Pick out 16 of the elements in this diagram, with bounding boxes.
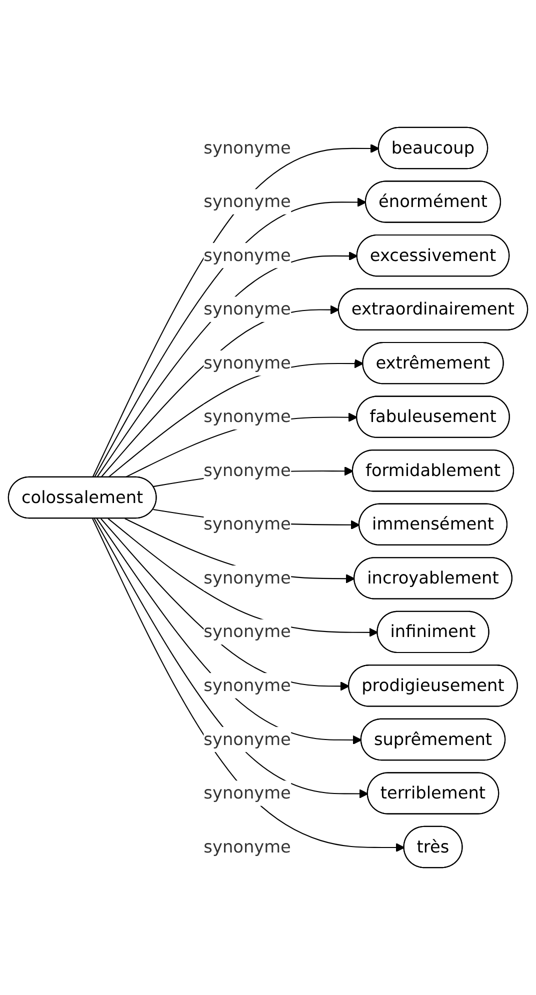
edge-label: synonyme	[204, 621, 291, 642]
edge-label: synonyme	[204, 298, 291, 319]
edge-label: synonyme	[204, 675, 291, 696]
edge-label: synonyme	[204, 568, 291, 588]
arrow	[100, 305, 340, 478]
edge-label: synonyme	[204, 728, 291, 749]
edge-label: synonyme	[204, 406, 291, 426]
edge-label: synonyme	[204, 191, 291, 212]
arrow	[100, 518, 350, 691]
edge-label: synonyme	[204, 352, 291, 373]
edge-label: synonyme	[204, 836, 291, 856]
edge-label: synonyme	[204, 782, 291, 803]
edge-label: synonyme	[204, 460, 291, 480]
edge-label: synonyme	[204, 514, 291, 534]
edge-label: synonyme	[204, 244, 291, 266]
edge-label: synonyme	[204, 137, 291, 158]
